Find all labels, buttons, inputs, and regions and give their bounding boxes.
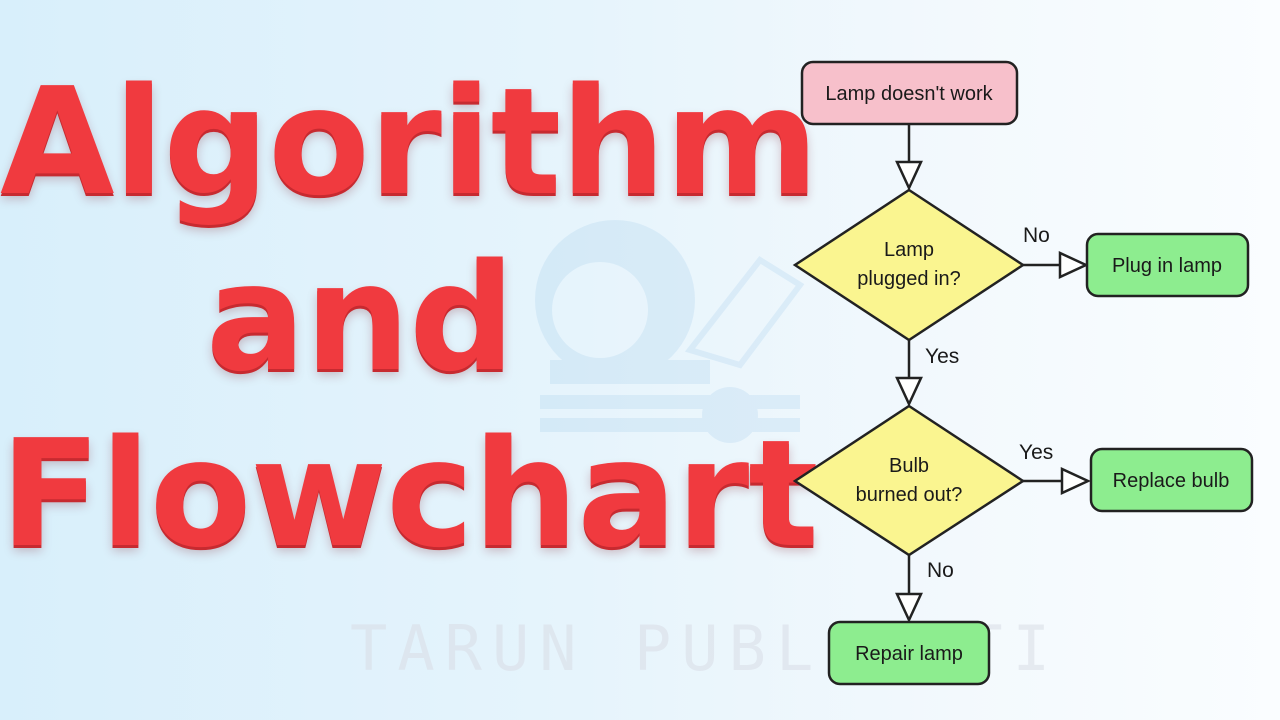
start-node-label: Lamp doesn't work (825, 83, 993, 105)
title-line-1: Algorithm (0, 56, 819, 228)
action-node-plug-in (1085, 232, 1250, 298)
edge-label-d2-no: No (927, 559, 954, 582)
edge-label-d1-no: No (1023, 224, 1050, 247)
arrowhead-down-2 (895, 376, 923, 407)
watermark-logo (535, 220, 805, 443)
repair-lamp-label: Repair lamp (855, 643, 963, 665)
decision-node-burned-out (792, 404, 1026, 557)
decision1-label-line2: plugged in? (857, 268, 960, 290)
edge-label-d2-yes: Yes (1019, 441, 1053, 464)
title-line-2: and (205, 232, 515, 404)
arrowhead-down-1 (895, 160, 923, 191)
plug-in-label: Plug in lamp (1112, 255, 1222, 277)
start-node (800, 60, 1019, 126)
decision1-label-line1: Lamp (884, 239, 934, 261)
decision2-label-line1: Bulb (889, 455, 929, 477)
action-node-replace-bulb (1089, 447, 1254, 513)
action-node-repair-lamp (827, 620, 991, 686)
arrowhead-right-2 (1060, 467, 1091, 495)
arrowhead-right-1 (1058, 251, 1089, 279)
title-line-3: Flowchart (0, 408, 819, 580)
edge-label-d1-yes: Yes (925, 345, 959, 368)
replace-bulb-label: Replace bulb (1113, 470, 1230, 492)
decision2-label-line2: burned out? (856, 484, 963, 506)
decision-node-plugged-in (792, 188, 1026, 342)
arrowhead-down-3 (895, 592, 923, 623)
